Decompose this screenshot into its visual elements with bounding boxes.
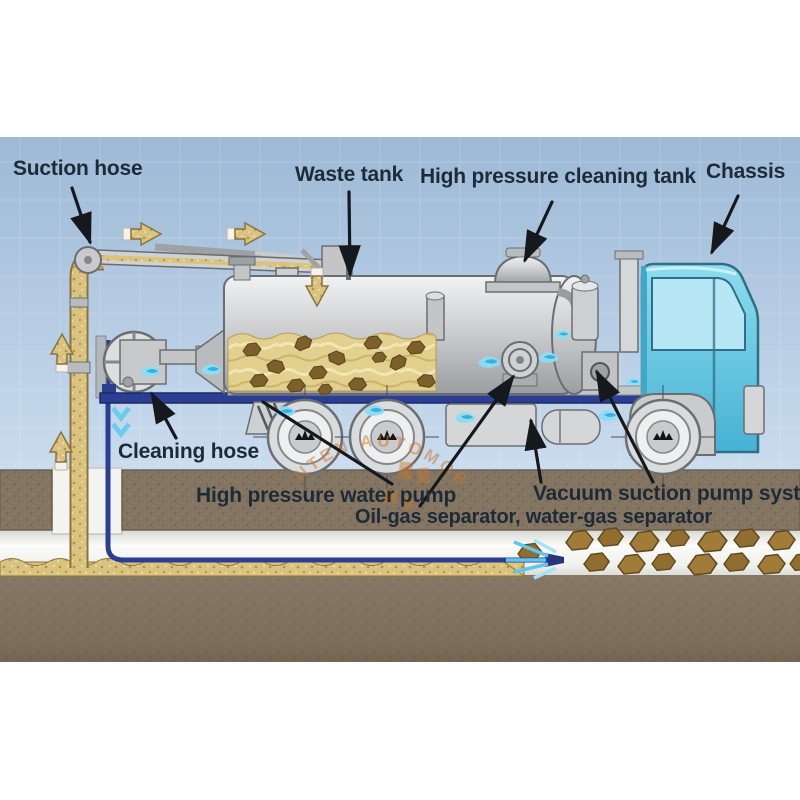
tank-sludge-cutaway <box>227 332 438 395</box>
underslung-equipment <box>245 401 601 447</box>
leader-hp-water-pump <box>261 400 394 486</box>
label-waste-tank: Waste tank <box>295 163 404 186</box>
cleaning-hose-line <box>105 340 564 580</box>
label-high-pressure-water-pump: High pressure water pump <box>196 484 457 507</box>
water-flow-arrows <box>111 406 131 439</box>
hose-coupling <box>67 361 91 374</box>
ground-upper-left <box>0 469 53 531</box>
leader-hp-cleaning-tank <box>523 200 554 263</box>
pump-drive-unit <box>581 351 619 395</box>
label-suction-hose: Suction hose <box>13 157 143 180</box>
label-cleaning-hose: Cleaning hose <box>118 440 259 463</box>
front-bumper <box>743 385 765 435</box>
label-oil-gas-separator: Oil-gas separator, water-gas separator <box>355 506 712 528</box>
tunnel-sediment <box>0 558 526 577</box>
exhaust-stack <box>614 250 644 353</box>
leader-vacuum-pump-b <box>595 369 655 484</box>
leader-cleaning-hose <box>150 391 178 440</box>
label-high-pressure-cleaning-tank: High pressure cleaning tank <box>420 165 696 188</box>
hydraulic-tank <box>571 285 599 341</box>
hose-coupling <box>69 297 89 308</box>
leader-vacuum-pump-a <box>524 417 547 484</box>
ground-upper-right <box>121 469 800 531</box>
leader-oil-gas-separator <box>418 374 515 508</box>
leader-lines <box>70 186 740 508</box>
label-vacuum-suction-pump-system: Vacuum suction pump system <box>533 482 800 505</box>
separator-cylinder <box>541 409 601 445</box>
leader-waste-tank <box>338 190 361 278</box>
cab-window <box>651 277 746 351</box>
jet-nozzle <box>545 553 564 567</box>
leader-chassis <box>710 194 740 255</box>
toolbox <box>445 403 537 447</box>
leader-suction-hose <box>70 186 92 246</box>
hose-connection <box>102 384 116 394</box>
water-jet-spray <box>506 538 557 580</box>
vacuum-pump <box>501 341 539 387</box>
label-chassis: Chassis <box>706 160 786 183</box>
truck <box>95 247 765 491</box>
